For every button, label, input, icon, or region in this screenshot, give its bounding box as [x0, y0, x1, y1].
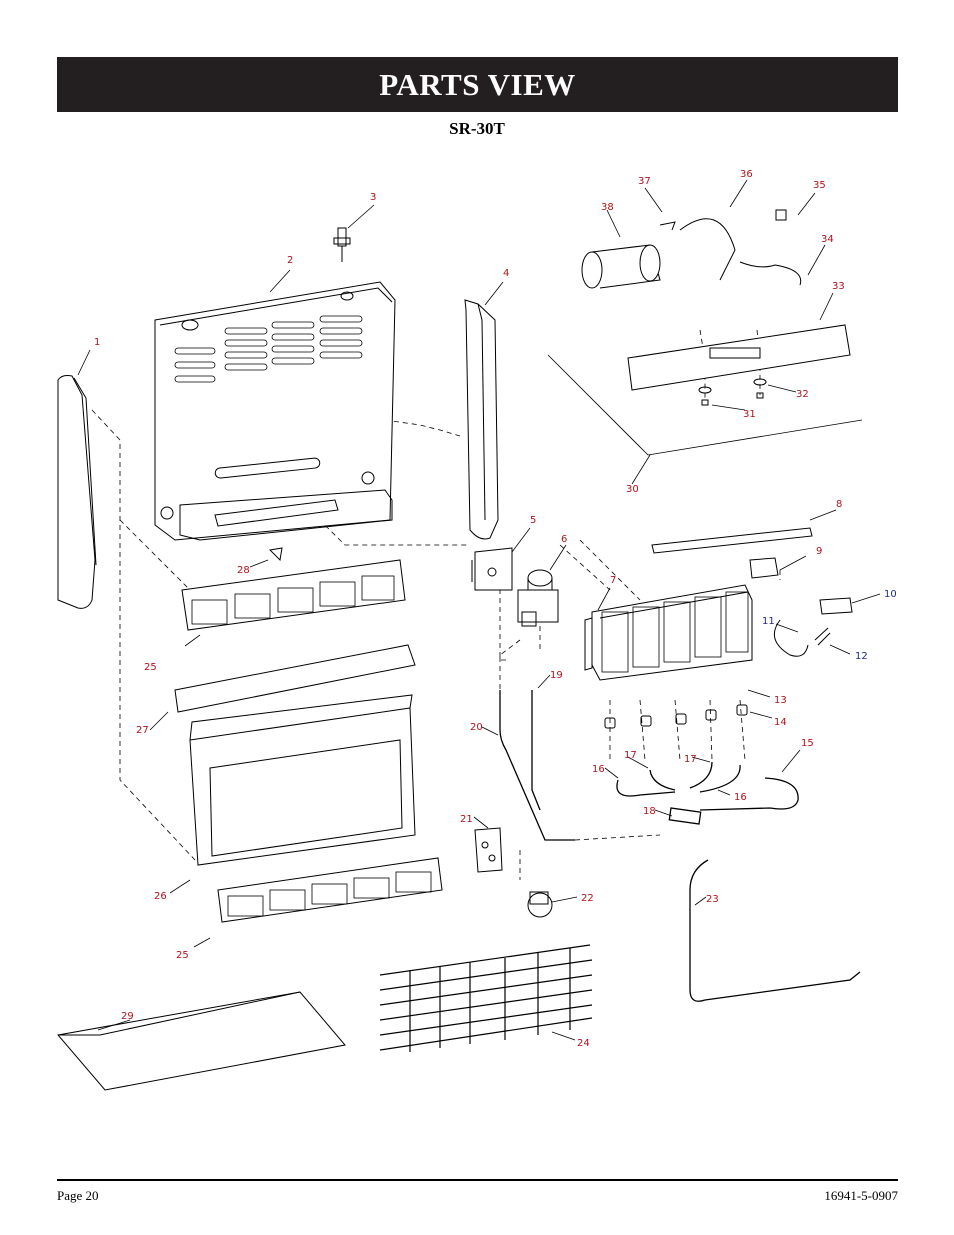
callout-15: 15 — [801, 738, 814, 749]
callout-1: 1 — [94, 337, 100, 348]
parts-31-32-grommets — [698, 378, 767, 406]
callout-3: 3 — [370, 192, 376, 203]
callout-17b: 17 — [684, 754, 697, 765]
callout-19: 19 — [550, 670, 563, 681]
part-25-louver-lower — [217, 857, 443, 923]
callout-25b: 25 — [176, 950, 189, 961]
callout-8: 8 — [836, 499, 842, 510]
footer-rule — [57, 1179, 898, 1181]
page-title: PARTS VIEW — [379, 66, 576, 102]
part-30-shelf-outline — [547, 354, 863, 456]
callout-11: 11 — [762, 616, 775, 627]
callout-16b: 16 — [734, 792, 747, 803]
part-25-louver-upper — [181, 559, 406, 631]
parts-10-12-pilot-assembly — [773, 597, 853, 657]
parts-15-18-manifold-tubes — [616, 761, 799, 825]
callout-26: 26 — [154, 891, 167, 902]
callout-5: 5 — [530, 515, 536, 526]
callout-2: 2 — [287, 255, 293, 266]
leader-lines — [77, 179, 881, 1041]
callout-34: 34 — [821, 234, 834, 245]
callout-4: 4 — [503, 268, 509, 279]
callout-36: 36 — [740, 169, 753, 180]
parts-13-14-orifices — [604, 704, 748, 729]
document-number: 16941-5-0907 — [824, 1188, 898, 1203]
callout-33: 33 — [832, 281, 845, 292]
callout-12: 12 — [855, 651, 868, 662]
model-label: SR-30T — [449, 119, 505, 138]
parts-34-37-cords — [659, 209, 802, 286]
parts-21-22-bracket-and-regulator — [474, 827, 553, 918]
callout-37: 37 — [638, 176, 651, 187]
part-1-left-side-panel — [57, 375, 97, 609]
part-4-right-side-panel — [464, 299, 499, 540]
callout-10: 10 — [884, 589, 897, 600]
part-28-clip — [268, 547, 283, 562]
callout-14: 14 — [774, 717, 787, 728]
callout-13: 13 — [774, 695, 787, 706]
part-7-burner-assembly — [584, 584, 753, 681]
callout-28: 28 — [237, 565, 250, 576]
callout-29: 29 — [121, 1011, 134, 1022]
parts-19-20-supply-lines — [499, 690, 575, 841]
callout-24: 24 — [577, 1038, 590, 1049]
part-27-deflector — [174, 644, 416, 713]
callout-22: 22 — [581, 893, 594, 904]
part-26-front-frame — [189, 694, 416, 866]
callout-30: 30 — [626, 484, 639, 495]
part-33-blower-bracket — [627, 324, 851, 391]
callout-17a: 17 — [624, 750, 637, 761]
part-24-grille — [379, 944, 593, 1052]
page-number: Page 20 — [57, 1188, 99, 1203]
callout-32: 32 — [796, 389, 809, 400]
part-38-blower — [581, 244, 661, 289]
part-29-base-trim — [57, 991, 346, 1091]
callout-23: 23 — [706, 894, 719, 905]
title-bar: PARTS VIEW — [57, 57, 898, 112]
callout-7: 7 — [610, 575, 616, 586]
callout-18: 18 — [643, 806, 656, 817]
part-8-rail — [651, 527, 813, 554]
callout-9: 9 — [816, 546, 822, 557]
callout-31: 31 — [743, 409, 756, 420]
callout-6: 6 — [561, 534, 567, 545]
callout-21: 21 — [460, 814, 473, 825]
part-6-gas-valve — [517, 569, 559, 627]
callout-38: 38 — [601, 202, 614, 213]
part-23-tube — [689, 859, 861, 1002]
callout-35: 35 — [813, 180, 826, 191]
part-3-igniter — [333, 227, 351, 262]
part-9-small-bracket — [749, 557, 779, 579]
callout-25a: 25 — [144, 662, 157, 673]
callout-27: 27 — [136, 725, 149, 736]
callout-20: 20 — [470, 722, 483, 733]
part-5-bracket — [471, 547, 513, 591]
callout-16a: 16 — [592, 764, 605, 775]
part-2-back-housing — [154, 281, 396, 541]
